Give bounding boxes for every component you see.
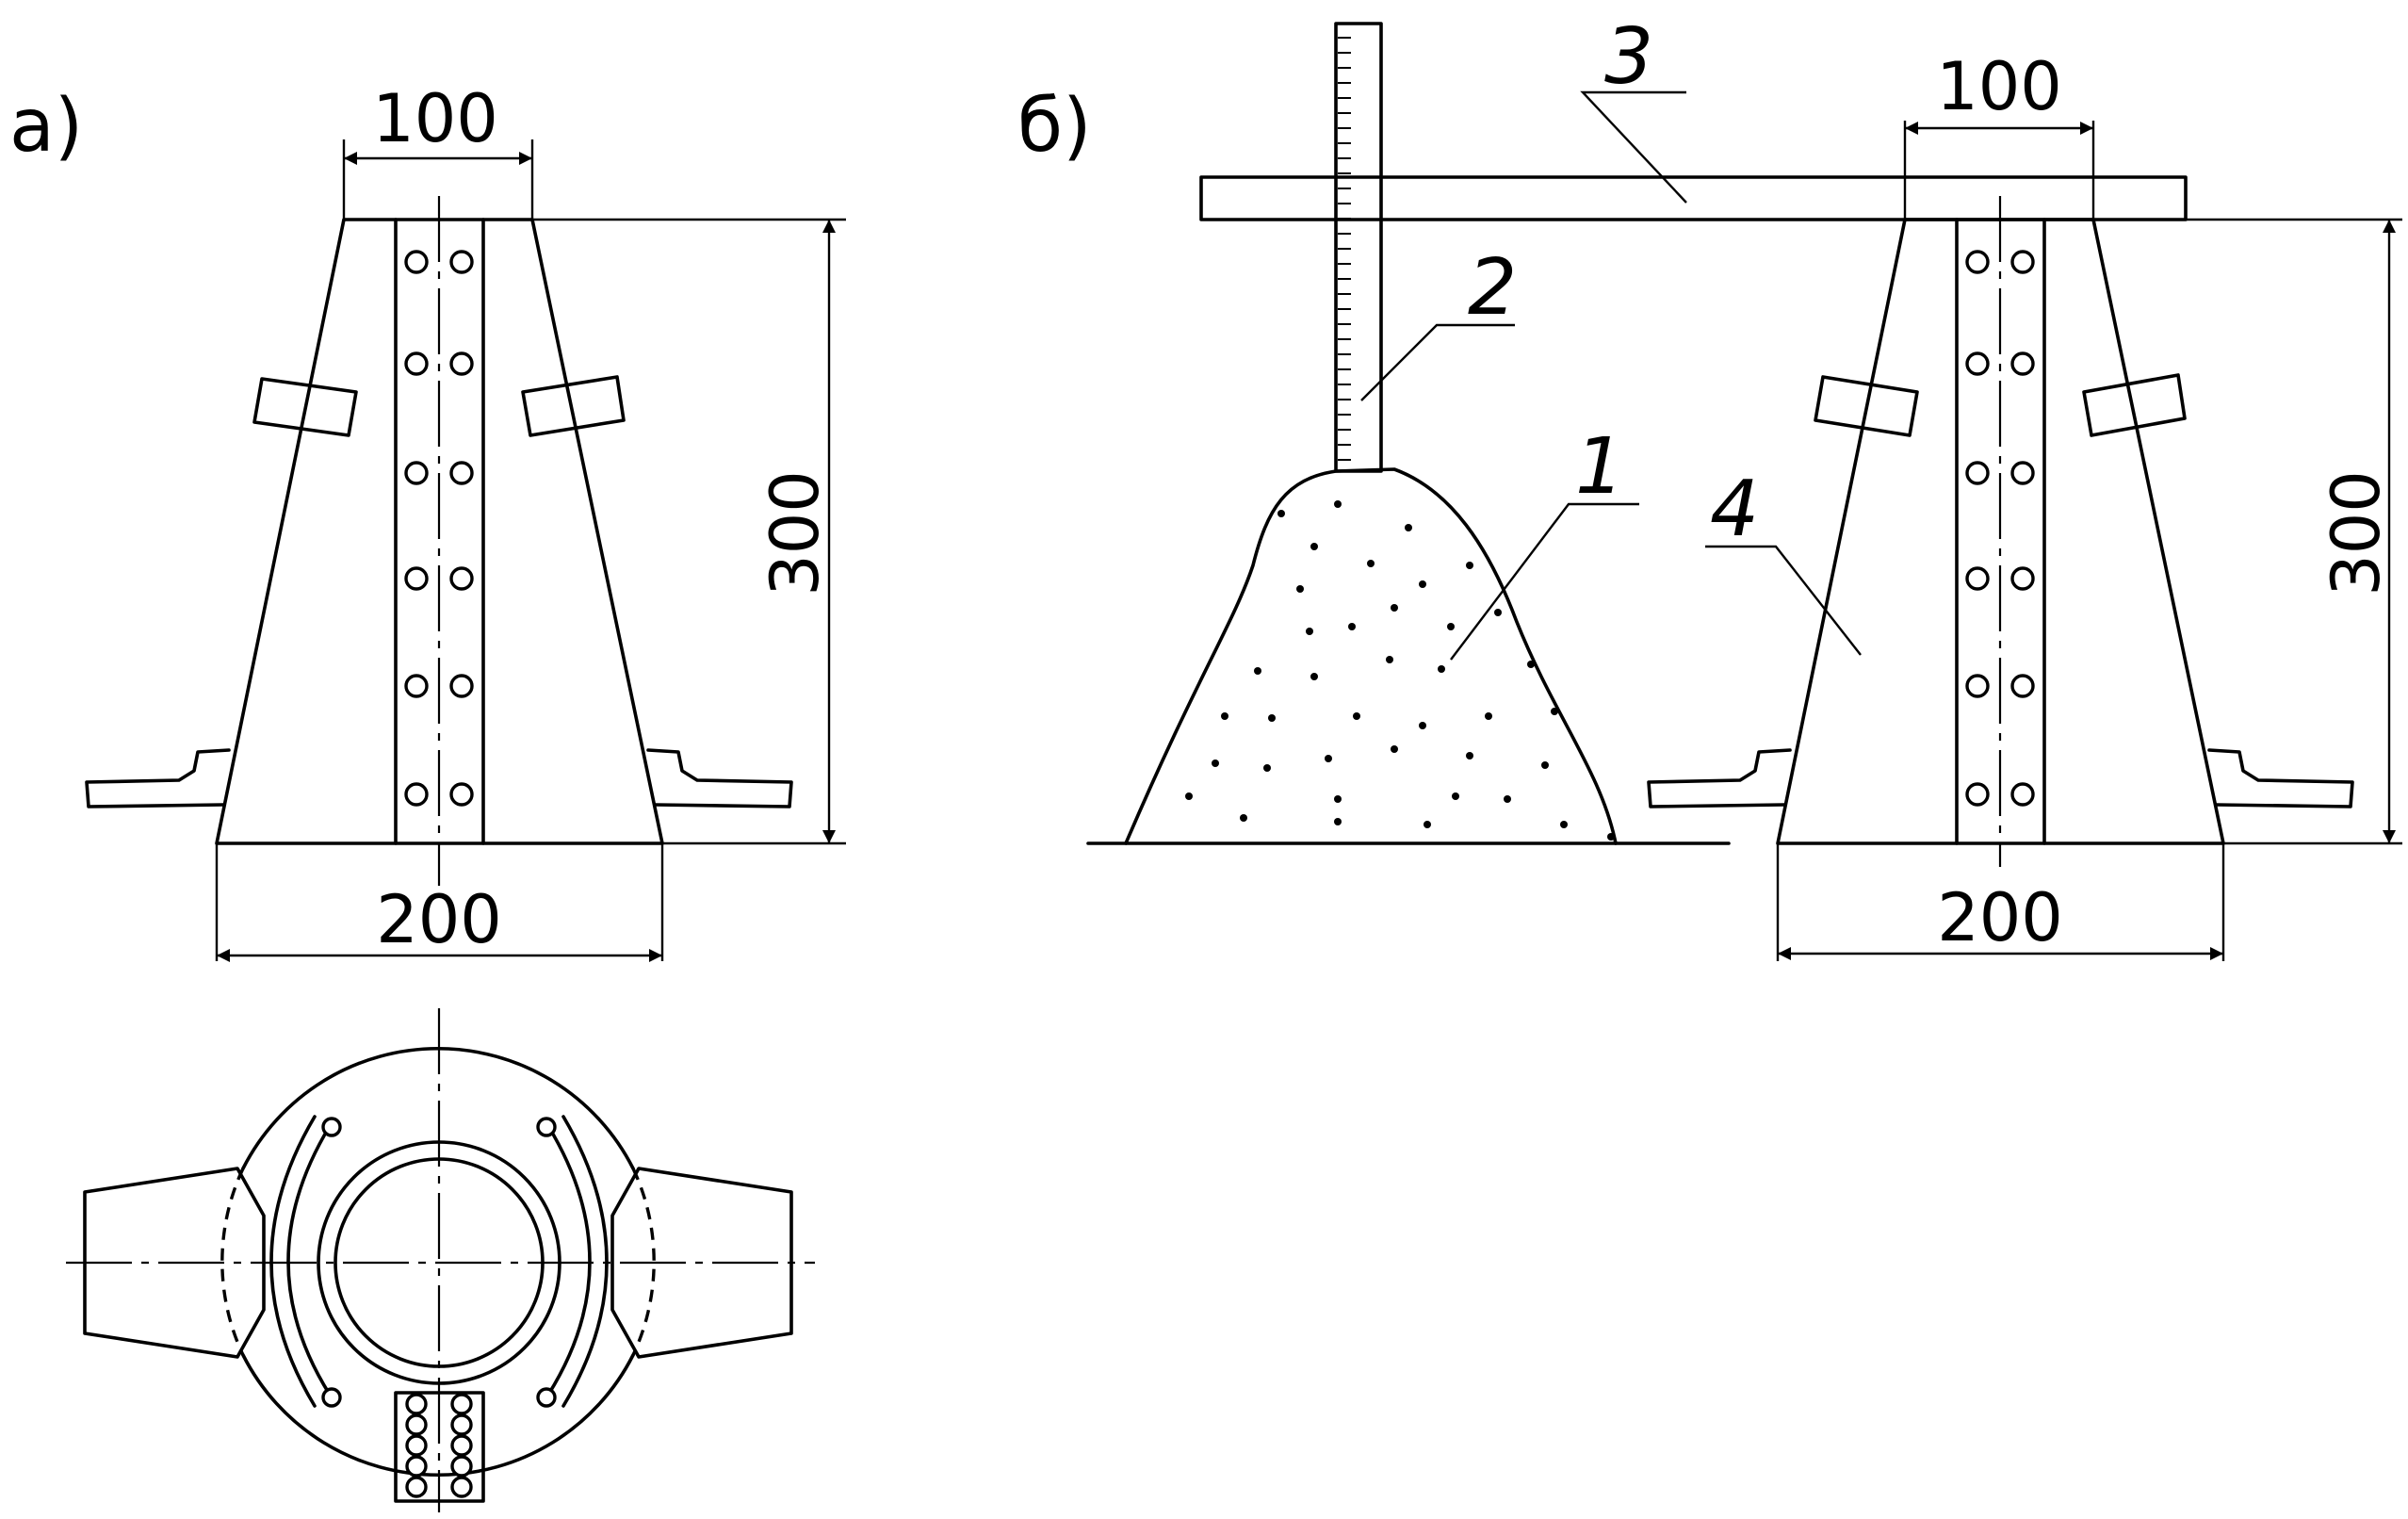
dim-top-diameter-b: 100 bbox=[1936, 48, 2062, 125]
leader-4 bbox=[1705, 545, 1862, 656]
handle-right-b bbox=[2082, 373, 2187, 437]
view-a-front: а) 100 200 3 bbox=[9, 80, 846, 962]
view-b-label: б) bbox=[1017, 84, 1092, 169]
rivet-holes bbox=[404, 250, 474, 807]
leader-1 bbox=[1450, 502, 1639, 661]
foot-right bbox=[646, 748, 793, 808]
rivet-holes-b bbox=[1965, 250, 2035, 807]
plan-lug-left bbox=[83, 1167, 266, 1359]
plan-lug-right bbox=[610, 1167, 793, 1359]
handle-left-b bbox=[1814, 375, 1919, 437]
handle-right bbox=[521, 375, 626, 437]
sample-pile bbox=[1124, 467, 1618, 845]
plan-ring-inner bbox=[334, 1157, 545, 1368]
view-a-label: а) bbox=[9, 84, 83, 169]
foot-left bbox=[85, 748, 231, 808]
callout-1: 1 bbox=[1575, 422, 1624, 512]
callout-3: 3 bbox=[1604, 12, 1653, 102]
dim-bottom-diameter: 200 bbox=[376, 881, 502, 958]
foot-left-b bbox=[1647, 748, 1792, 808]
pile-dots bbox=[1185, 500, 1615, 841]
foot-right-b bbox=[2207, 748, 2354, 808]
plan-rivets bbox=[405, 1393, 473, 1498]
view-a-plan bbox=[66, 1008, 815, 1512]
view-b: б) bbox=[1017, 12, 2402, 961]
handle-left bbox=[252, 377, 358, 437]
dim-height-b: 300 bbox=[2318, 470, 2395, 596]
dim-bottom-diameter-b: 200 bbox=[1937, 879, 2063, 956]
plan-seam bbox=[394, 1391, 485, 1503]
leader-2 bbox=[1360, 323, 1515, 401]
leader-3 bbox=[1580, 90, 1687, 204]
callout-4: 4 bbox=[1710, 465, 1759, 554]
plan-ring-outer bbox=[317, 1140, 561, 1385]
plan-outer-rim bbox=[241, 1047, 635, 1477]
dim-height: 300 bbox=[757, 470, 834, 596]
straight-edge-bar bbox=[1199, 175, 2188, 221]
callout-2: 2 bbox=[1468, 243, 1517, 333]
dim-top-diameter: 100 bbox=[372, 80, 498, 157]
